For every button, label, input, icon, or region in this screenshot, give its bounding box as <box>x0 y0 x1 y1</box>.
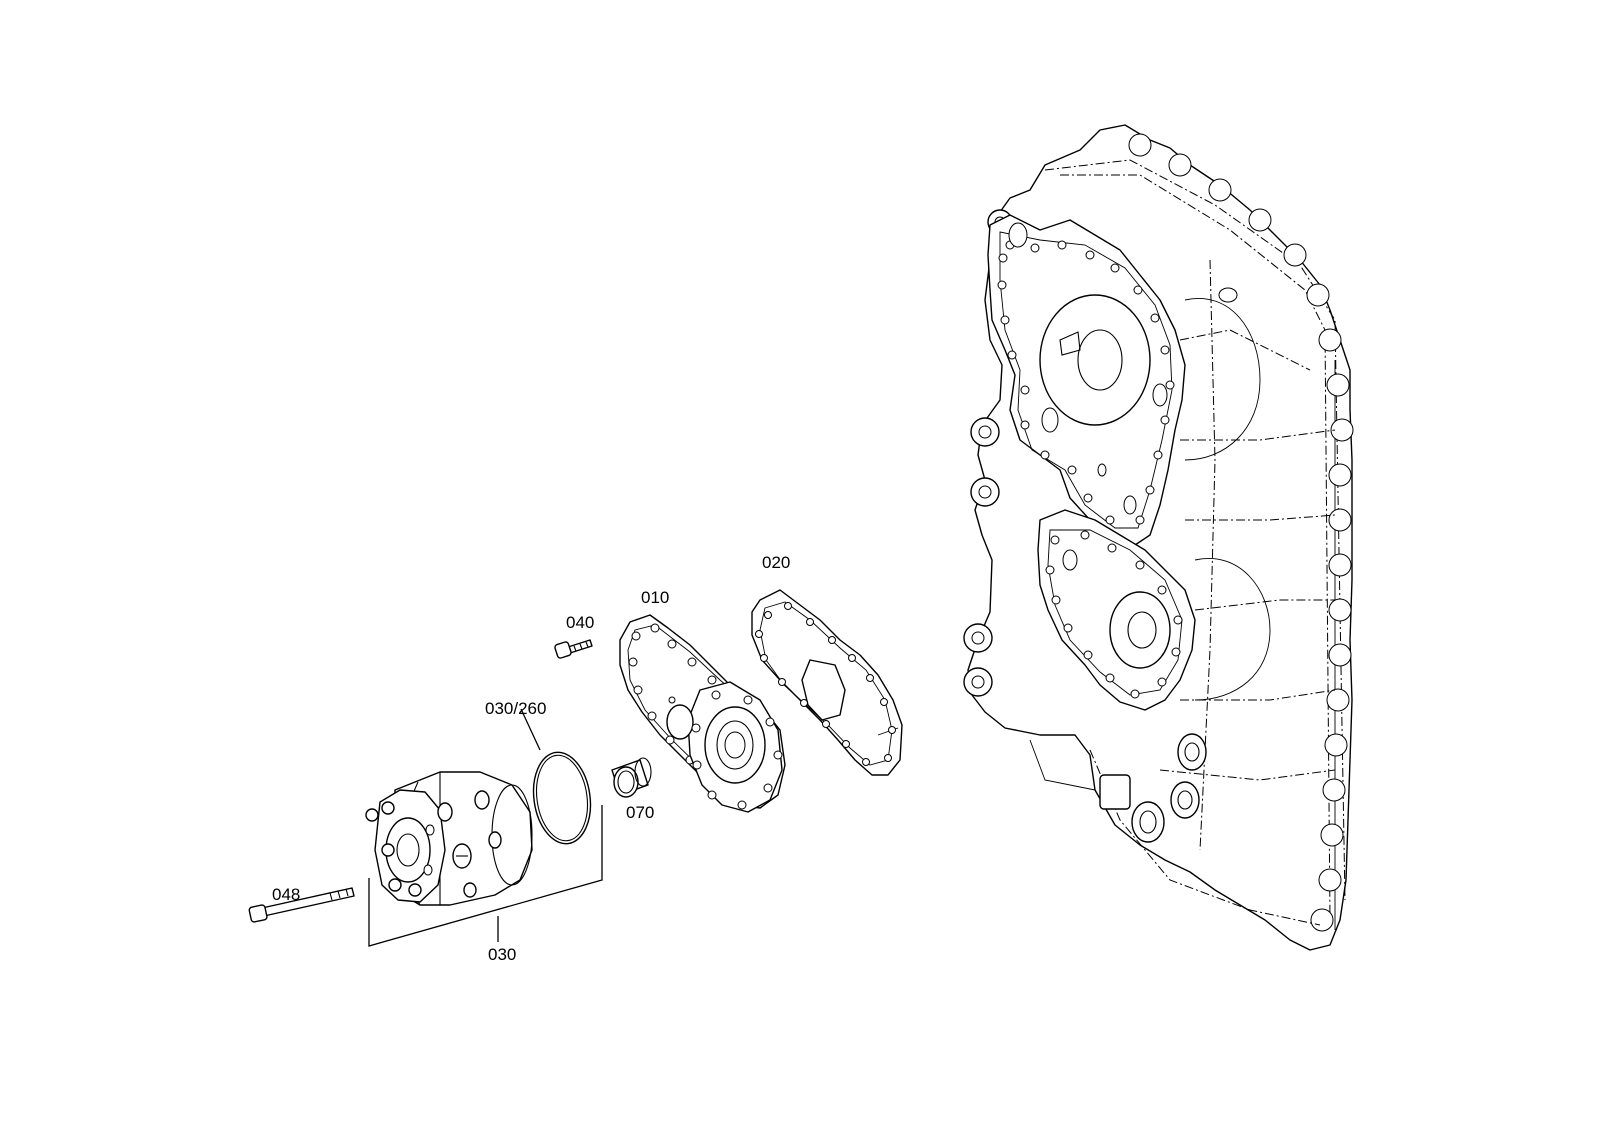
callout-040: 040 <box>566 613 594 632</box>
upper-face-bolt-holes <box>997 240 1175 525</box>
leader-lines <box>368 708 603 947</box>
leader-030-260 <box>520 708 541 751</box>
o-ring-030-260 <box>532 751 592 845</box>
cover-plate-010 <box>619 614 786 813</box>
cover-boss-bolts <box>691 690 783 810</box>
lower-face-bolt-holes <box>1045 530 1183 699</box>
callout-030-260: 030/260 <box>485 699 546 718</box>
bushing-070 <box>611 757 652 798</box>
screw-040 <box>554 639 593 659</box>
bracket-030 <box>368 805 603 947</box>
callout-030: 030 <box>488 945 516 964</box>
callout-020: 020 <box>762 553 790 572</box>
gasket-020-holes <box>755 602 896 766</box>
gasket-020 <box>751 589 903 776</box>
callout-048: 048 <box>272 885 300 904</box>
pump-030 <box>365 771 533 906</box>
bolt-048 <box>248 887 355 923</box>
housing-edge-bosses <box>1128 133 1354 932</box>
callout-070: 070 <box>626 803 654 822</box>
callout-010: 010 <box>641 588 669 607</box>
transmission-housing <box>963 124 1354 951</box>
